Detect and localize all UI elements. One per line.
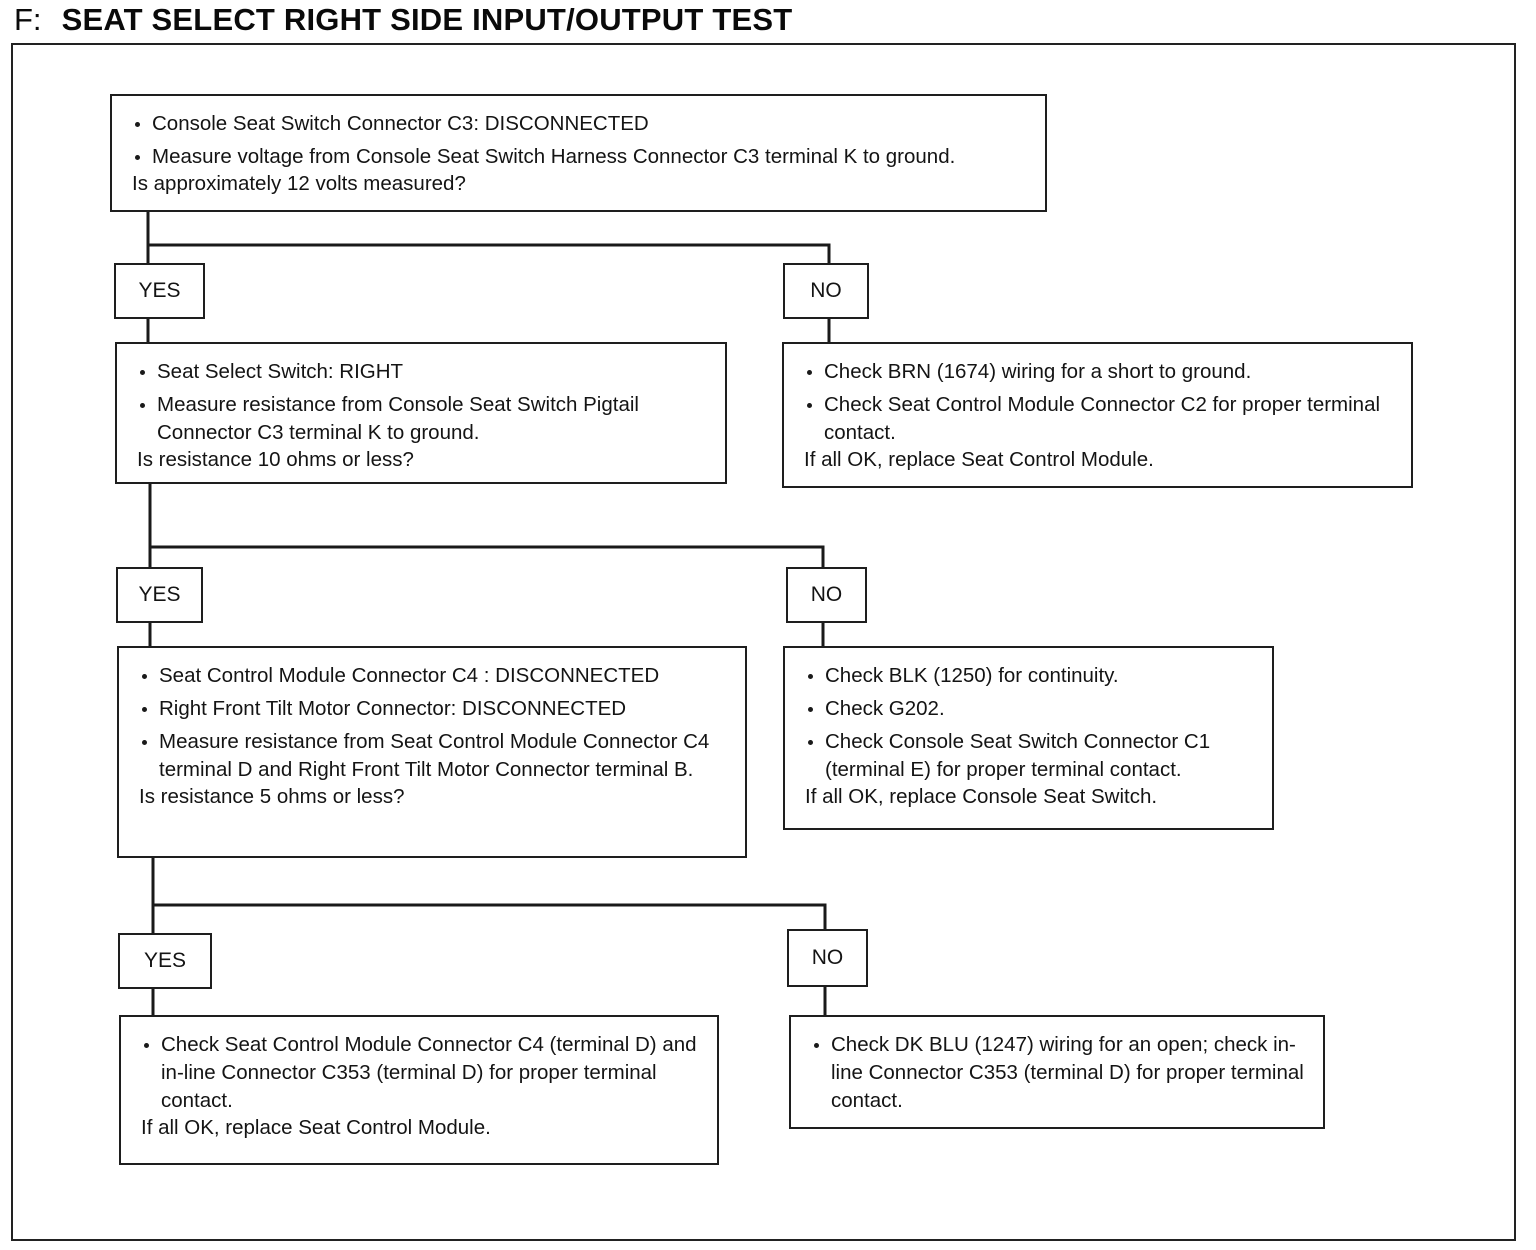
branch-no-label: NO xyxy=(786,567,867,623)
step1-yes-question: Is resistance 10 ohms or less? xyxy=(137,448,414,471)
branch-no-label: NO xyxy=(787,929,868,987)
step1-bullet: Measure voltage from Console Seat Switch… xyxy=(132,143,1027,171)
section-letter: F: xyxy=(14,2,42,37)
step3-yes-box: Check Seat Control Module Connector C4 (… xyxy=(119,1015,719,1165)
step2-no-bullet: Check BLK (1250) for continuity. xyxy=(805,662,1258,690)
step1-no-note: If all OK, replace Seat Control Module. xyxy=(804,448,1154,471)
step1-yes-bullet: Measure resistance from Console Seat Swi… xyxy=(137,391,707,447)
step1-yes-bullet: Seat Select Switch: RIGHT xyxy=(137,358,707,386)
step1-yes-box: Seat Select Switch: RIGHT Measure resist… xyxy=(115,342,727,484)
branch-no-label: NO xyxy=(783,263,869,319)
step1-box: Console Seat Switch Connector C3: DISCON… xyxy=(110,94,1047,212)
connector-step3-branch xyxy=(151,903,827,932)
step2-yes-bullet: Seat Control Module Connector C4 : DISCO… xyxy=(139,662,727,690)
flowchart-frame xyxy=(11,43,1516,1241)
branch-yes-label: YES xyxy=(114,263,205,319)
connector-step2-branch xyxy=(148,545,825,570)
step2-no-box: Check BLK (1250) for continuity. Check G… xyxy=(783,646,1274,830)
step3-yes-note: If all OK, replace Seat Control Module. xyxy=(141,1116,491,1139)
step2-yes-bullet: Right Front Tilt Motor Connector: DISCON… xyxy=(139,695,727,723)
step1-no-box: Check BRN (1674) wiring for a short to g… xyxy=(782,342,1413,488)
branch-yes-label: YES xyxy=(118,933,212,989)
step2-yes-bullet: Measure resistance from Seat Control Mod… xyxy=(139,728,727,784)
connector-step1-branch xyxy=(146,243,831,266)
step1-bullet: Console Seat Switch Connector C3: DISCON… xyxy=(132,110,1027,138)
test-title: SEAT SELECT RIGHT SIDE INPUT/OUTPUT TEST xyxy=(61,2,793,37)
step2-yes-question: Is resistance 5 ohms or less? xyxy=(139,785,405,808)
step3-no-box: Check DK BLU (1247) wiring for an open; … xyxy=(789,1015,1325,1129)
page-title: F: SEAT SELECT RIGHT SIDE INPUT/OUTPUT TE… xyxy=(14,2,792,38)
step2-no-bullet: Check Console Seat Switch Connector C1 (… xyxy=(805,728,1258,784)
step2-yes-box: Seat Control Module Connector C4 : DISCO… xyxy=(117,646,747,858)
step1-question: Is approximately 12 volts measured? xyxy=(132,172,466,195)
branch-yes-label: YES xyxy=(116,567,203,623)
step1-no-bullet: Check Seat Control Module Connector C2 f… xyxy=(804,391,1393,447)
step2-no-note: If all OK, replace Console Seat Switch. xyxy=(805,785,1158,808)
step3-yes-bullet: Check Seat Control Module Connector C4 (… xyxy=(141,1031,701,1115)
step3-no-bullet: Check DK BLU (1247) wiring for an open; … xyxy=(811,1031,1309,1115)
step1-no-bullet: Check BRN (1674) wiring for a short to g… xyxy=(804,358,1393,386)
step2-no-bullet: Check G202. xyxy=(805,695,1258,723)
